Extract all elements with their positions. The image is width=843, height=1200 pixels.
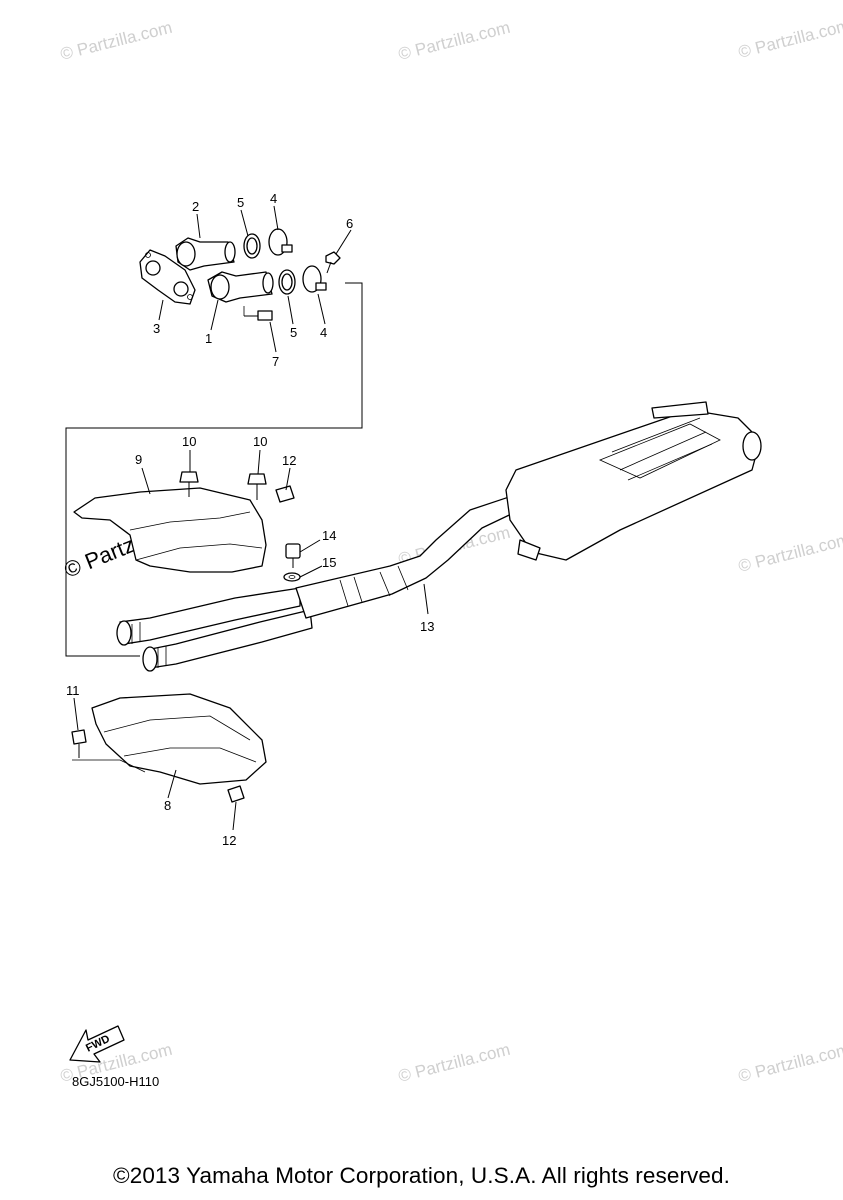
part-5-ring	[278, 269, 296, 295]
part-15-washer	[283, 572, 301, 582]
leader-lines	[73, 205, 429, 831]
watermark: © Partzilla.com	[396, 1040, 512, 1086]
part-11-bolt	[71, 729, 146, 773]
part-8-heat-protector	[91, 693, 267, 785]
callout-4: 4	[270, 191, 277, 206]
callout-3: 3	[153, 321, 160, 336]
callout-14: 14	[322, 528, 336, 543]
callout-6: 6	[346, 216, 353, 231]
callout-5: 5	[237, 195, 244, 210]
watermark: © Partzilla.com	[736, 16, 843, 62]
callout-10: 10	[182, 434, 196, 449]
part-10-bolt	[179, 471, 199, 497]
callout-11: 11	[66, 683, 80, 698]
part-5-ring	[243, 233, 261, 259]
callout-9: 9	[135, 452, 142, 467]
part-4-clamp	[268, 228, 293, 256]
part-3-gasket	[139, 249, 196, 305]
part-14-bolt	[285, 543, 301, 568]
callout-2: 2	[192, 199, 199, 214]
callout-15: 15	[322, 555, 336, 570]
watermark: © Partzilla.com	[58, 18, 174, 64]
part-4-clamp	[302, 265, 327, 293]
part-13-muffler-assembly	[116, 401, 762, 672]
callout-10: 10	[253, 434, 267, 449]
assembly-bracket	[65, 282, 363, 657]
part-12-clip	[275, 485, 295, 503]
callouts: 2 5 4 6 3 1 5 4 7 9 10 10 12 14 15 13 11…	[66, 191, 434, 848]
diagram-code: 8GJ5100-H110	[72, 1074, 160, 1089]
callout-1: 1	[205, 331, 212, 346]
part-2-exhaust-pipe	[175, 237, 236, 271]
callout-7: 7	[272, 354, 279, 369]
part-1-exhaust-pipe	[207, 271, 274, 303]
callout-8: 8	[164, 798, 171, 813]
fwd-arrow-icon: FWD	[69, 1025, 125, 1063]
watermark: © Partzilla.com	[396, 18, 512, 64]
part-12-clip	[227, 785, 245, 803]
watermark: © Partzilla.com	[736, 1040, 843, 1086]
part-6-bolt	[325, 251, 341, 274]
part-9-heat-protector	[73, 487, 267, 573]
part-10-bolt	[247, 473, 267, 500]
copyright-notice: ©2013 Yamaha Motor Corporation, U.S.A. A…	[113, 1163, 730, 1188]
watermark: © Partzilla.com	[736, 530, 843, 576]
callout-13: 13	[420, 619, 434, 634]
callout-4: 4	[320, 325, 327, 340]
callout-5: 5	[290, 325, 297, 340]
part-7-bolt	[243, 306, 273, 321]
callout-12: 12	[222, 833, 236, 848]
callout-12: 12	[282, 453, 296, 468]
